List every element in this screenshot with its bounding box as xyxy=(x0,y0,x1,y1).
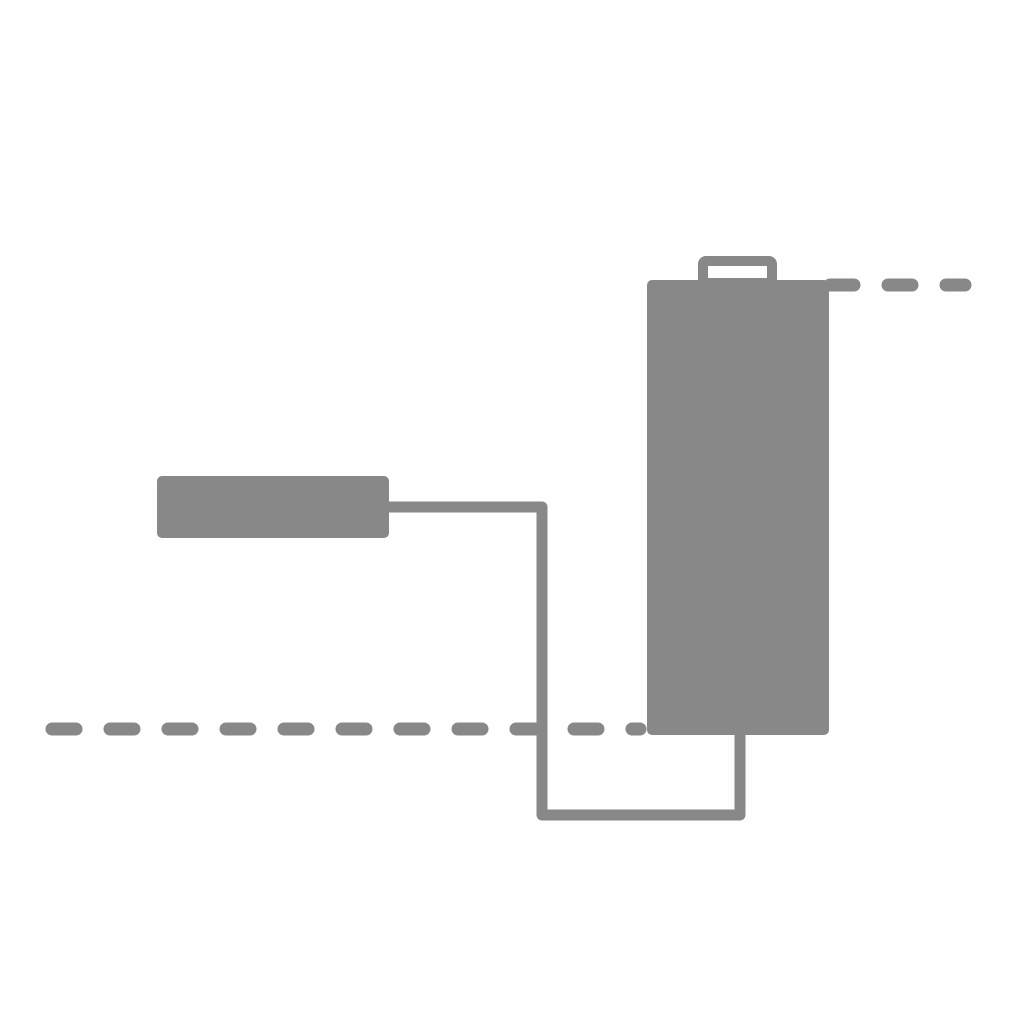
roller-frame-wire xyxy=(389,501,746,821)
roller-handle xyxy=(157,476,389,538)
roller-body xyxy=(647,280,829,735)
roller-cap xyxy=(698,256,777,288)
